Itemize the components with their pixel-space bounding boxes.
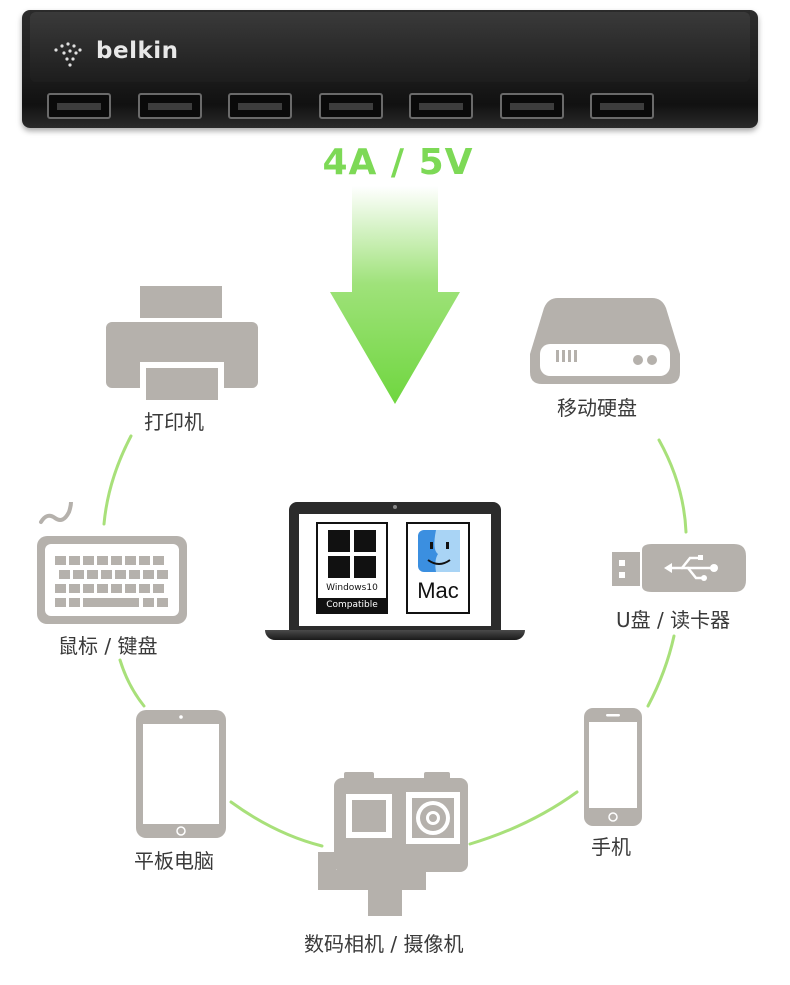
action-camera-icon xyxy=(318,772,468,916)
keyboard-icon xyxy=(37,502,187,624)
keyboard-key xyxy=(139,556,150,565)
down-arrow-icon xyxy=(330,186,460,404)
keyboard-key xyxy=(97,556,108,565)
mac-badge-label: Mac xyxy=(417,578,459,603)
usb-port xyxy=(228,93,292,119)
keyboard-key xyxy=(139,584,150,593)
windows-badge-line1: Windows10 xyxy=(326,583,378,593)
keyboard-key xyxy=(83,584,94,593)
windows-logo-icon xyxy=(328,530,376,578)
usb-port xyxy=(318,93,383,119)
keyboard-key xyxy=(59,570,70,579)
printer-icon xyxy=(106,286,258,400)
mac-finder-icon xyxy=(418,530,460,572)
keyboard-key xyxy=(55,584,66,593)
keyboard-key xyxy=(157,598,168,607)
tablet-icon xyxy=(136,710,226,838)
keyboard-key xyxy=(55,598,66,607)
keyboard-key xyxy=(97,584,108,593)
keyboard-key xyxy=(83,598,139,607)
tablet-label: 平板电脑 xyxy=(134,849,214,873)
hard-drive-label: 移动硬盘 xyxy=(557,396,637,420)
keyboard-mouse-label: 鼠标 / 键盘 xyxy=(58,634,158,658)
keyboard-key xyxy=(129,570,140,579)
phone-label: 手机 xyxy=(591,835,631,859)
keyboard-key xyxy=(87,570,98,579)
keyboard-key xyxy=(69,598,80,607)
hub-brand-name: belkin xyxy=(96,38,179,64)
printer-label: 打印机 xyxy=(144,410,204,434)
usb-port xyxy=(137,93,202,119)
keyboard-key xyxy=(111,556,122,565)
keyboard-key xyxy=(83,556,94,565)
belkin-logo-icon xyxy=(54,42,82,67)
keyboard-key xyxy=(111,584,122,593)
usb-port xyxy=(409,93,473,119)
usb-hub-top-surface xyxy=(30,12,750,82)
windows-badge-line2: Compatible xyxy=(318,598,386,612)
usb-flash-drive-icon xyxy=(612,544,746,592)
laptop-camera xyxy=(393,505,397,509)
hard-drive-icon xyxy=(530,298,680,384)
usb-port xyxy=(499,93,564,119)
keyboard-key xyxy=(73,570,84,579)
usb-card-reader-label: U盘 / 读卡器 xyxy=(616,608,731,632)
keyboard-key xyxy=(55,556,66,565)
usb-port xyxy=(47,93,111,119)
power-rating-label: 4A / 5V xyxy=(322,142,474,183)
keyboard-key xyxy=(143,570,154,579)
keyboard-key xyxy=(115,570,126,579)
keyboard-key xyxy=(69,556,80,565)
keyboard-key xyxy=(153,556,164,565)
keyboard-key xyxy=(125,556,136,565)
keyboard-key xyxy=(125,584,136,593)
keyboard-key xyxy=(157,570,168,579)
keyboard-key xyxy=(69,584,80,593)
keyboard-key xyxy=(153,584,164,593)
keyboard-key xyxy=(101,570,112,579)
smartphone-icon xyxy=(584,708,642,826)
camera-label: 数码相机 / 摄像机 xyxy=(304,932,464,956)
laptop-base xyxy=(265,630,525,640)
usb-port xyxy=(590,93,654,119)
keyboard-key xyxy=(143,598,154,607)
